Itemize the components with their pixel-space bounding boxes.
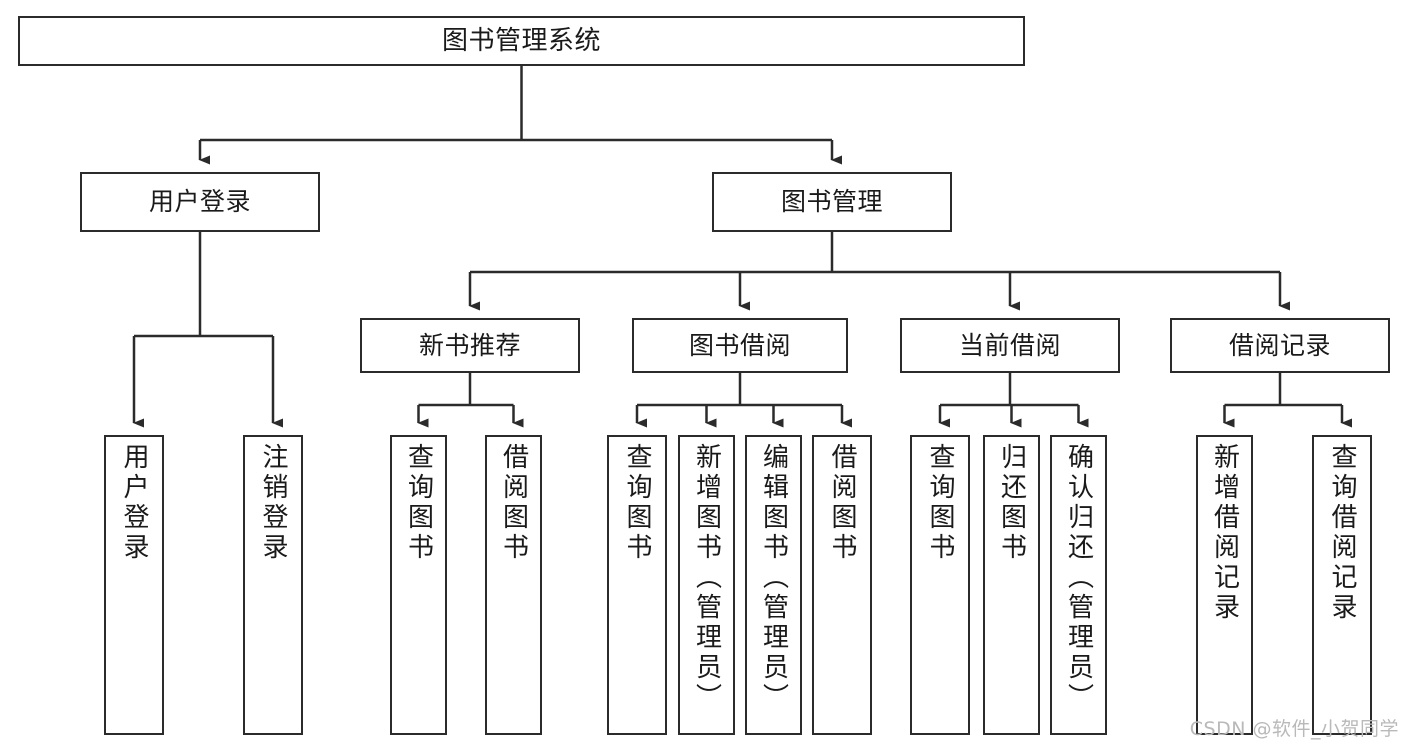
node-book-manage[interactable]: 图书管理 — [712, 172, 952, 232]
node-label: 新书推荐 — [418, 330, 521, 360]
node-label: 借阅图书 — [498, 443, 529, 563]
node-label: 借阅记录 — [1228, 330, 1331, 360]
node-label: 图书管理系统 — [441, 25, 601, 56]
node-new-book-rec[interactable]: 新书推荐 — [360, 318, 580, 373]
node-leaf-borrow-book-2[interactable]: 借阅图书 — [812, 435, 872, 735]
node-label: 新增借阅记录 — [1209, 443, 1240, 623]
node-label: 查询图书 — [403, 443, 434, 563]
node-leaf-query-book-2[interactable]: 查询图书 — [607, 435, 667, 735]
node-leaf-query-book-1[interactable]: 查询图书 — [390, 435, 447, 735]
node-label: 查询图书 — [925, 443, 955, 563]
node-label: 图书管理 — [780, 187, 883, 217]
node-leaf-return-book[interactable]: 归还图书 — [983, 435, 1040, 735]
node-label: 新增图书（管理员） — [691, 443, 722, 713]
node-label: 编辑图书（管理员） — [758, 443, 789, 713]
node-label: 当前借阅 — [958, 330, 1061, 360]
node-root[interactable]: 图书管理系统 — [18, 16, 1025, 66]
node-label: 用户登录 — [119, 443, 149, 563]
node-label: 用户登录 — [148, 187, 251, 217]
node-label: 确认归还（管理员） — [1063, 443, 1094, 713]
node-label: 查询借阅记录 — [1327, 443, 1357, 623]
node-leaf-user-login[interactable]: 用户登录 — [104, 435, 164, 735]
node-label: 注销登录 — [258, 443, 288, 563]
node-leaf-logout[interactable]: 注销登录 — [243, 435, 303, 735]
node-leaf-edit-book[interactable]: 编辑图书（管理员） — [745, 435, 802, 735]
node-label: 借阅图书 — [827, 443, 857, 563]
node-borrow-record[interactable]: 借阅记录 — [1170, 318, 1390, 373]
node-book-borrow[interactable]: 图书借阅 — [632, 318, 848, 373]
node-leaf-query-record[interactable]: 查询借阅记录 — [1312, 435, 1372, 735]
node-label: 查询图书 — [622, 443, 652, 563]
node-user-login[interactable]: 用户登录 — [80, 172, 320, 232]
node-leaf-confirm-ret[interactable]: 确认归还（管理员） — [1050, 435, 1107, 735]
node-leaf-borrow-book-1[interactable]: 借阅图书 — [485, 435, 542, 735]
node-current-borrow[interactable]: 当前借阅 — [900, 318, 1120, 373]
node-leaf-add-book[interactable]: 新增图书（管理员） — [678, 435, 735, 735]
csdn-watermark: CSDN @软件_小贺同学 — [1189, 718, 1399, 740]
node-label: 归还图书 — [996, 443, 1027, 563]
node-label: 图书借阅 — [688, 330, 791, 360]
node-leaf-query-book-3[interactable]: 查询图书 — [910, 435, 970, 735]
node-leaf-add-record[interactable]: 新增借阅记录 — [1196, 435, 1253, 735]
